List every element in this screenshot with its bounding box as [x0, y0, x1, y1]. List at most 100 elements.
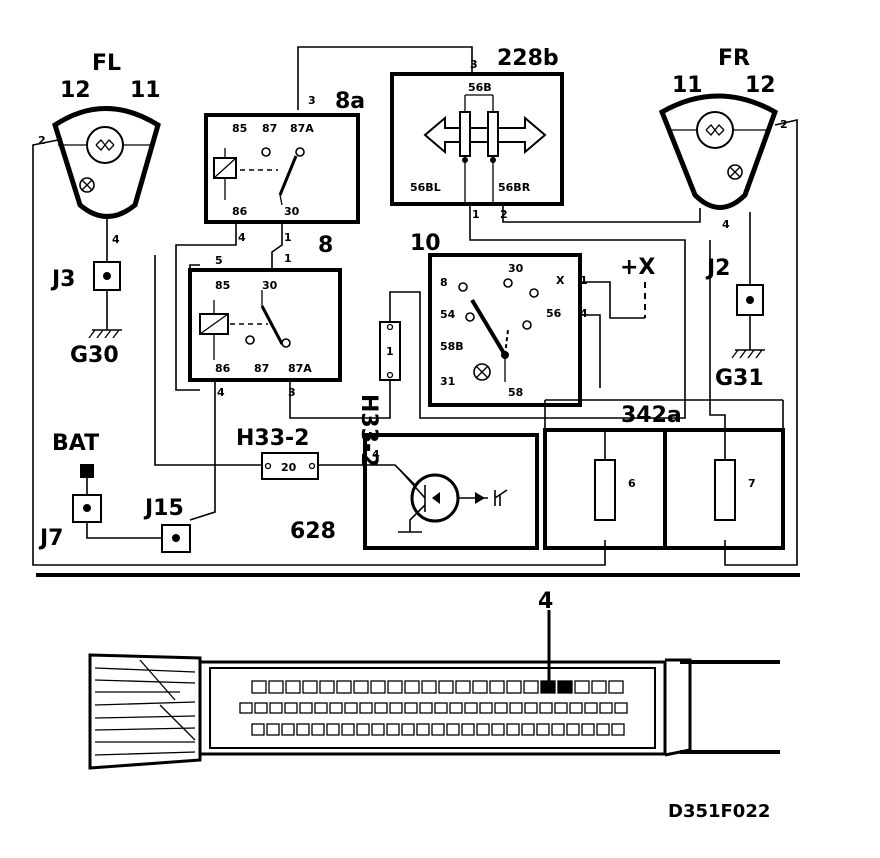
g31-label: G31	[715, 366, 764, 391]
connector-pin	[608, 680, 624, 694]
connector-pin	[523, 680, 539, 694]
connector-pin	[455, 680, 471, 694]
component-628	[363, 433, 539, 550]
r8a-pin-85: 85	[232, 122, 247, 135]
connector-pin	[419, 702, 433, 714]
connector-pin	[284, 702, 298, 714]
connector-pin	[479, 702, 493, 714]
fr-pin-4: 4	[722, 218, 730, 231]
s10-pin-56: 56	[546, 307, 562, 320]
connector-pin	[584, 702, 598, 714]
connector-pin	[581, 723, 595, 736]
connector-pin	[269, 702, 283, 714]
connector-pin	[464, 702, 478, 714]
connector-pin	[491, 723, 505, 736]
j7-connector	[72, 494, 102, 523]
connector-pin	[389, 702, 403, 714]
connector-pins	[239, 680, 628, 736]
switch-pin-56br: 56BR	[498, 181, 531, 194]
fr-pin-11: 11	[672, 73, 703, 98]
fl-pin-4: 4	[112, 233, 120, 246]
connector-pin	[569, 702, 583, 714]
connector-pin	[319, 680, 335, 694]
connector-pin	[268, 680, 284, 694]
connector-pin	[614, 702, 628, 714]
connector-pin	[431, 723, 445, 736]
r8-pin-85: 85	[215, 279, 230, 292]
s10-pin-1: 1	[580, 274, 588, 287]
r8-pin-1b: 1	[284, 252, 292, 265]
connector-pin	[461, 723, 475, 736]
connector-pin	[296, 723, 310, 736]
connector-pin	[554, 702, 568, 714]
r8-pin-87a: 87A	[288, 362, 312, 375]
fl-pin-12: 12	[60, 78, 91, 103]
connector-pin	[359, 702, 373, 714]
bat-label: BAT	[52, 431, 99, 456]
connector-pin	[446, 723, 460, 736]
connector-pin	[551, 723, 565, 736]
connector-pin	[370, 680, 386, 694]
g30-ground-icon	[88, 329, 122, 339]
s10-pin-x: X	[556, 274, 565, 287]
fl-label: FL	[92, 51, 121, 76]
connector-pin	[506, 680, 522, 694]
connector-pin	[353, 680, 369, 694]
connector-pin	[336, 680, 352, 694]
plus-x-label: +X	[620, 255, 655, 280]
connector-pin	[371, 723, 385, 736]
r8-pin-3: 3	[288, 386, 296, 399]
s10-pin-4: 4	[580, 307, 588, 320]
fuse-6-label: 6	[628, 477, 636, 490]
connector-pin	[421, 680, 437, 694]
switch-pin-56bl: 56BL	[410, 181, 441, 194]
connector-pin	[239, 702, 253, 714]
r8-pin-30: 30	[262, 279, 278, 292]
connector-pin	[374, 702, 388, 714]
hazard-switch-228b	[390, 72, 564, 206]
connector-pin	[254, 702, 268, 714]
connector-pin	[356, 723, 370, 736]
light-switch-10	[428, 253, 582, 407]
connector-pin	[266, 723, 280, 736]
fl-pin-11: 11	[130, 78, 161, 103]
connector-pin	[404, 680, 420, 694]
connector-pin	[341, 723, 355, 736]
fuse-7-label: 7	[748, 477, 756, 490]
r8-pin-86: 86	[215, 362, 231, 375]
connector-pin	[489, 680, 505, 694]
j2-connector	[736, 284, 764, 316]
s10-pin-58b: 58B	[440, 340, 464, 353]
h33-2-label: H33-2	[236, 426, 309, 451]
connector-pin	[281, 723, 295, 736]
hazard-switch-label: 228b	[497, 46, 559, 71]
fr-pin-12: 12	[745, 73, 776, 98]
j2-label: J2	[705, 256, 731, 281]
connector-pin	[566, 723, 580, 736]
r8a-pin-30: 30	[284, 205, 300, 218]
connector-pin	[509, 702, 523, 714]
connector-pin	[536, 723, 550, 736]
connector-pin	[401, 723, 415, 736]
connector-pin	[251, 680, 267, 694]
connector-pin	[302, 680, 318, 694]
relay-8a-label: 8a	[335, 89, 365, 114]
connector-pin	[472, 680, 488, 694]
connector-pin	[326, 723, 340, 736]
connector-pin	[611, 723, 625, 736]
h33-2-vertical-connector	[379, 321, 401, 381]
r8a-pin-87: 87	[262, 122, 277, 135]
connector-pin	[387, 680, 403, 694]
connector-pin	[599, 702, 613, 714]
hazard-switch-pin-3: 3	[470, 58, 478, 71]
h33-2-pin-20: 20	[281, 461, 297, 474]
fr-label: FR	[718, 46, 750, 71]
connector-pin	[476, 723, 490, 736]
battery-terminal-icon	[80, 464, 94, 478]
connector-pin	[344, 702, 358, 714]
connector-pin	[299, 702, 313, 714]
switch-pin-2: 2	[500, 208, 508, 221]
relay-8a-pin-3: 3	[308, 94, 316, 107]
connector-pin	[574, 680, 590, 694]
connector-pin	[524, 702, 538, 714]
